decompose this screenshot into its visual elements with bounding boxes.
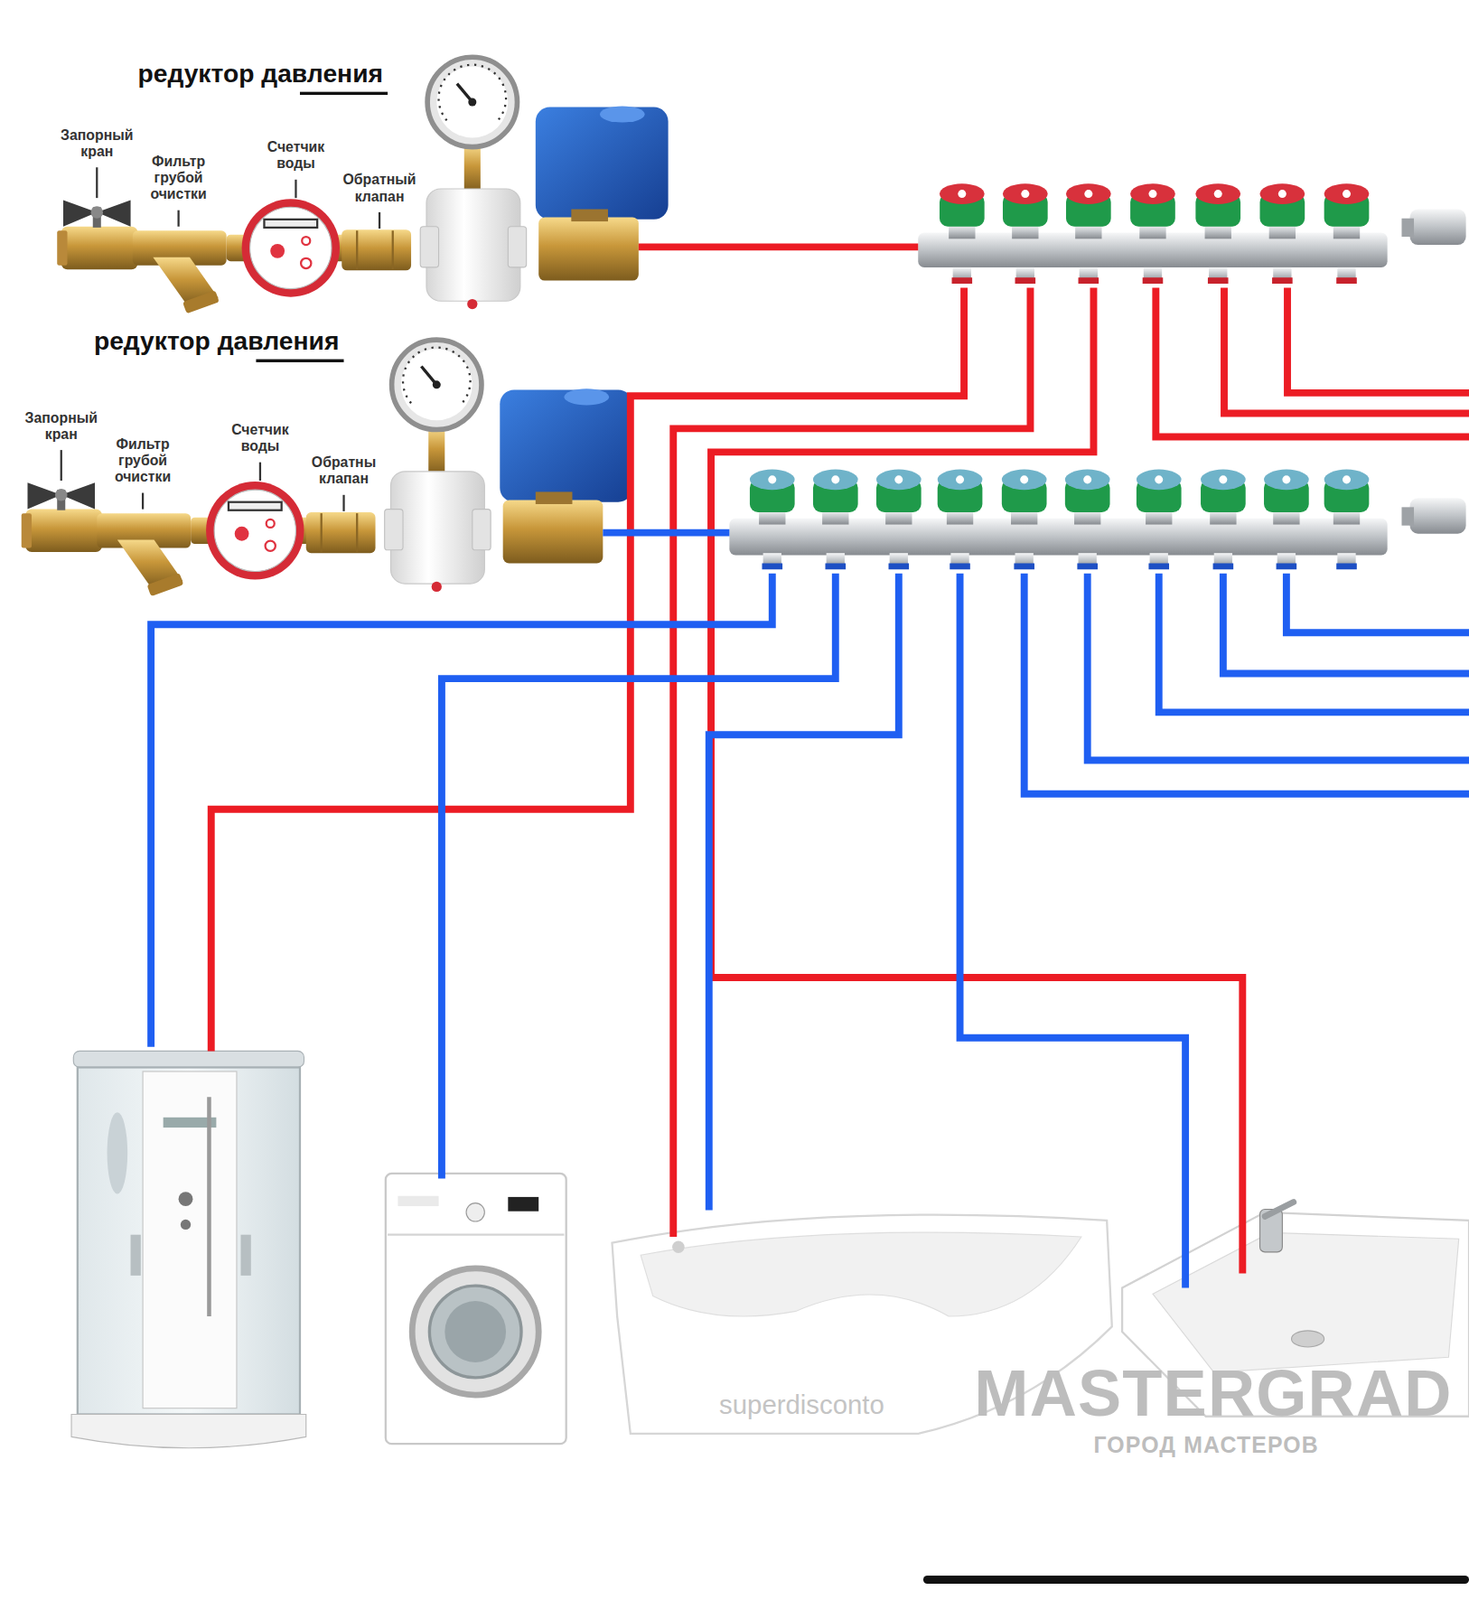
watermark: ГОРОД МАСТЕРОВ	[1093, 1432, 1319, 1460]
heading-label: редуктор давления	[137, 59, 384, 90]
part-label: Запорный кран	[50, 126, 143, 160]
part-label: Счетчик воды	[254, 139, 337, 172]
heading-underline	[255, 359, 344, 363]
heading-underline	[299, 92, 388, 95]
watermark: superdisconto	[719, 1389, 885, 1422]
part-label: Фильтр грубой очистки	[102, 435, 184, 486]
part-label: Фильтр грубой очистки	[137, 152, 219, 203]
heading-label: редуктор давления	[93, 326, 340, 356]
part-label: Запорный кран	[15, 409, 108, 442]
part-label: Обратны клапан	[298, 454, 391, 487]
part-label: Счетчик воды	[219, 421, 301, 454]
part-label: Обратный клапан	[333, 171, 426, 205]
watermark: MASTERGRAD	[973, 1355, 1452, 1432]
